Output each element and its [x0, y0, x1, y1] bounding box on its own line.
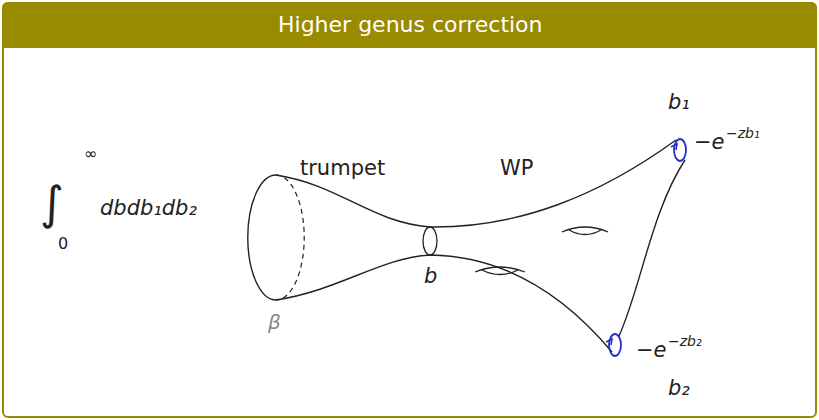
upper-limit: ∞	[84, 146, 97, 162]
boundary-weight: −e	[636, 340, 667, 361]
weight-exponent: −zb₁	[726, 126, 760, 140]
weight-exponent: −zb₂	[668, 334, 702, 348]
boundary-length: b₁	[668, 92, 690, 113]
panel-title: Higher genus correction	[278, 14, 543, 36]
integral-sign: ∫	[40, 180, 64, 226]
neck-length: b	[424, 266, 437, 287]
beta-label: β	[268, 312, 281, 332]
boundary-length: b₂	[668, 378, 690, 399]
trumpet-label: trumpet	[300, 158, 385, 179]
lower-limit: 0	[58, 236, 68, 252]
boundary-weight: −e	[694, 132, 725, 153]
wp-label: WP	[500, 158, 533, 179]
integration-measure: dbdb₁db₂	[100, 198, 197, 219]
